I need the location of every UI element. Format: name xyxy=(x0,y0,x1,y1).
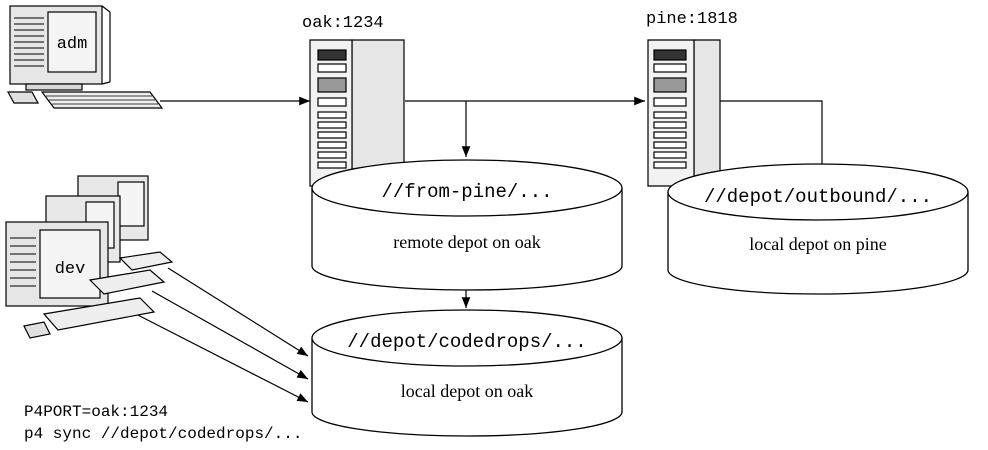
codedrops-depot-desc: local depot on oak xyxy=(401,381,533,401)
remote-depot-path: //from-pine/... xyxy=(381,181,552,203)
codedrops-depot-path: //depot/codedrops/... xyxy=(347,331,586,353)
pine-replication-line xyxy=(720,100,823,176)
dev-to-codedrops-arrow-2 xyxy=(151,290,309,380)
outbound-depot-desc: local depot on pine xyxy=(749,234,886,254)
admin-workstation xyxy=(6,5,164,109)
codedrops-depot-cylinder xyxy=(311,309,623,437)
dev-to-codedrops-arrow-1 xyxy=(167,267,309,357)
oak-server-icon xyxy=(309,39,405,187)
admin-monitor-vents xyxy=(14,17,44,67)
admin-label: adm xyxy=(57,35,88,54)
dev-to-codedrops-arrow-3 xyxy=(129,310,309,403)
dev-keyboard-front xyxy=(42,297,156,331)
p4-sync-command: p4 sync //depot/codedrops/... xyxy=(24,425,302,443)
dev-keyboard-middle xyxy=(88,269,166,295)
remote-depot-desc: remote depot on oak xyxy=(393,232,540,252)
admin-mouse xyxy=(6,91,40,104)
admin-monitor-base xyxy=(25,83,83,91)
oak-server-label: oak:1234 xyxy=(302,14,384,33)
dev-label: dev xyxy=(55,260,86,279)
outbound-depot-cylinder xyxy=(667,163,969,295)
dev-workstations xyxy=(5,175,174,339)
dev-keyboard-back xyxy=(118,251,174,271)
dev-mouse xyxy=(23,321,51,339)
p4port-command: P4PORT=oak:1234 xyxy=(24,403,168,421)
remote-depot-cylinder xyxy=(311,159,623,291)
pine-server-label: pine:1818 xyxy=(646,10,738,29)
pine-server-icon xyxy=(647,39,721,187)
admin-monitor-screen xyxy=(47,11,97,73)
outbound-depot-path: //depot/outbound/... xyxy=(704,186,932,208)
dev-monitor-screen xyxy=(39,229,101,299)
connections xyxy=(129,96,823,403)
